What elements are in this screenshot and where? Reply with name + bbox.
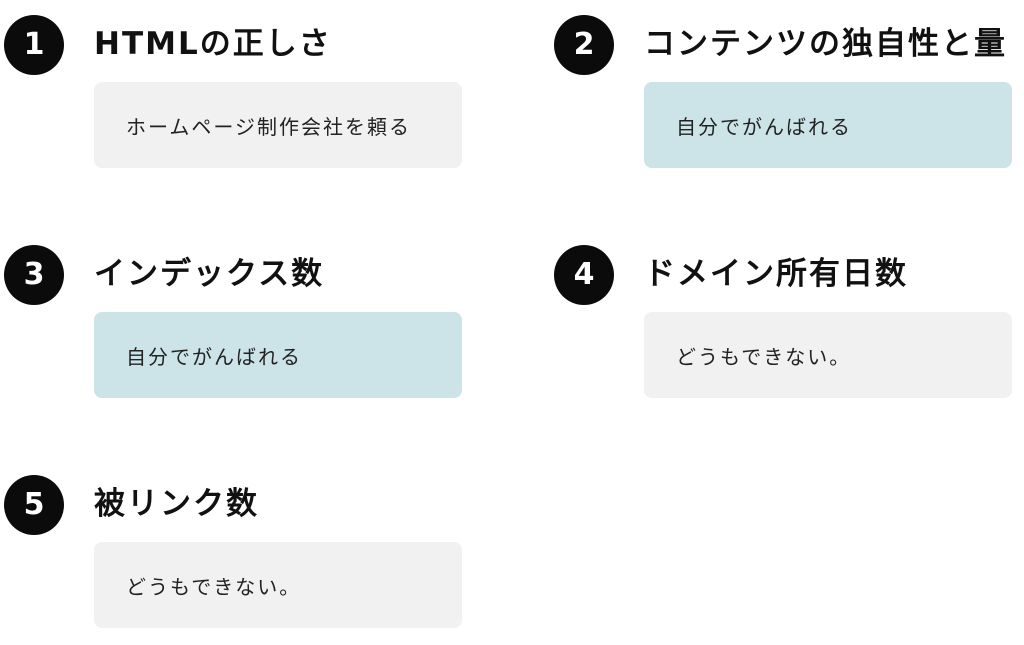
factor-title-5: 被リンク数 [94, 486, 259, 522]
factor-item-3: 3 インデックス数 自分でがんばれる [0, 230, 470, 400]
number-badge-3: 3 [4, 245, 64, 305]
factor-note-2: 自分でがんばれる [676, 114, 852, 139]
number-badge-5: 5 [4, 475, 64, 535]
number-badge-2: 2 [554, 15, 614, 75]
factor-item-1: 1 HTMLの正しさ ホームページ制作会社を頼る [0, 0, 470, 170]
factor-item-5: 5 被リンク数 どうもできない。 [0, 460, 470, 630]
factor-item-4: 4 ドメイン所有日数 どうもできない。 [550, 230, 1020, 400]
number-badge-1: 1 [4, 15, 64, 75]
factor-note-5: どうもできない。 [126, 574, 302, 599]
factor-note-box-2: 自分でがんばれる [644, 82, 1012, 168]
factor-note-box-1: ホームページ制作会社を頼る [94, 82, 462, 168]
factor-title-2: コンテンツの独自性と量 [644, 26, 1007, 62]
factor-note-box-5: どうもできない。 [94, 542, 462, 628]
factor-title-3: インデックス数 [94, 256, 325, 292]
factor-title-4: ドメイン所有日数 [644, 256, 908, 292]
factor-note-box-4: どうもできない。 [644, 312, 1012, 398]
factor-title-1: HTMLの正しさ [94, 26, 332, 62]
factor-note-box-3: 自分でがんばれる [94, 312, 462, 398]
factor-item-2: 2 コンテンツの独自性と量 自分でがんばれる [550, 0, 1020, 170]
factor-note-3: 自分でがんばれる [126, 344, 302, 369]
factor-note-4: どうもできない。 [676, 344, 852, 369]
number-badge-4: 4 [554, 245, 614, 305]
factor-note-1: ホームページ制作会社を頼る [126, 114, 411, 139]
